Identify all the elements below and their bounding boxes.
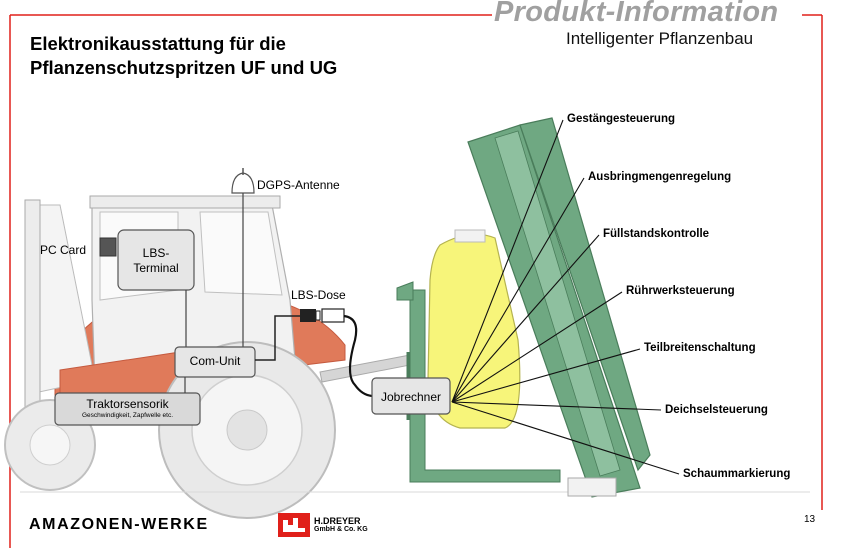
lbs-dose-label: LBS-Dose [291,288,346,302]
header-subtitle: Intelligenter Pflanzenbau [566,29,754,48]
com-unit-label: Com-Unit [189,354,241,368]
function-label-deichsel: Deichselsteuerung [665,404,768,416]
dgps-antenna-icon [231,168,255,350]
dreyer-name: H.DREYER [314,516,361,526]
amazone-logo-text: AMAZONEN-WERKE [29,516,209,533]
page-title: Elektronikausstattung für die Pflanzensc… [30,32,337,80]
page-number: 13 [804,514,816,525]
function-label-gestaenge: Gestängesteuerung [567,113,675,125]
traktorsensorik-box [54,392,201,426]
lbs-terminal-label: LBS- Terminal [118,246,194,276]
function-label-ausbringmenge: Ausbringmengenregelung [588,171,732,183]
com-unit-box [174,346,256,378]
dgps-antenna-label: DGPS-Antenne [257,178,340,192]
function-label-schaum: Schaummarkierung [683,468,791,480]
sprayer-illustration [396,117,651,498]
dreyer-logo [278,513,310,537]
function-label-fuellstand: Füllstandskontrolle [603,228,710,240]
function-label-teilbreiten: Teilbreitenschaltung [644,342,756,354]
dreyer-company: GmbH & Co. KG [314,526,368,533]
lbs-terminal-label-line1: LBS- [142,246,170,260]
traktorsensorik-sublabel: Geschwindigkeit, Zapfwelle etc. [81,412,174,419]
header-brand: Produkt-Information [494,0,779,28]
function-leader-lines [451,119,680,475]
function-label-ruehrwerk: Rührwerksteuerung [626,285,735,297]
lbs-terminal-label-line2: Terminal [133,261,179,275]
jobrechner-label: Jobrechner [380,390,442,404]
traktorsensorik-label: Traktorsensorik [86,397,169,411]
page-title-line2: Pflanzenschutzspritzen UF und UG [30,57,338,78]
pc-card-slot [99,237,117,257]
pc-card-label: PC Card [40,243,87,257]
lbs-terminal-box [117,229,195,291]
jobrechner-box [371,377,451,415]
page-title-line1: Elektronikausstattung für die [30,33,286,54]
lbs-dose-connector [255,308,373,398]
